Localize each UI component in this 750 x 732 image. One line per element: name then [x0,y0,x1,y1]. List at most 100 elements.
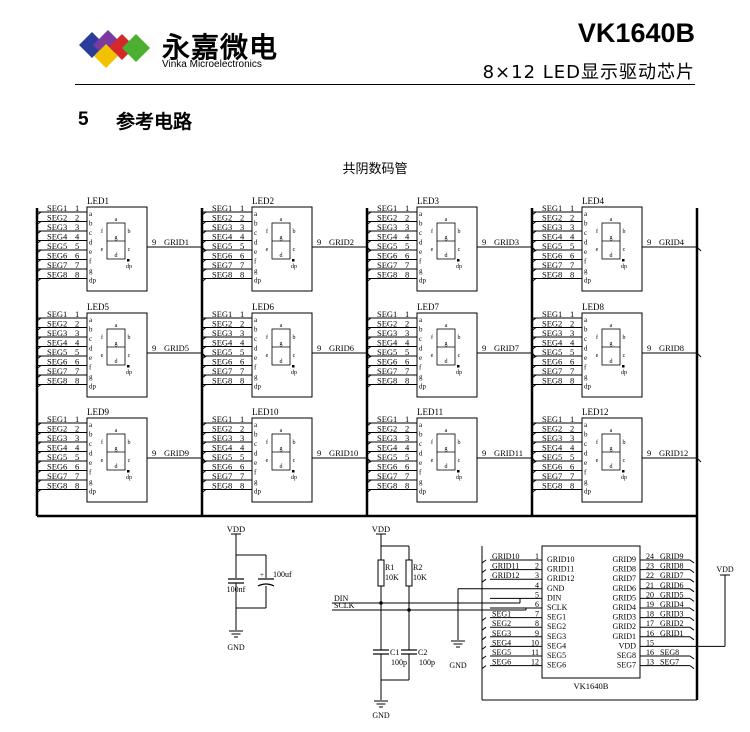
segment-letter: b [89,220,93,228]
led-module-name: LED1 [87,196,109,206]
bus-entry [36,221,42,225]
segment-pin-number: 8 [240,481,244,491]
digit-seg-label: b [293,335,296,341]
ic-left-pin-number: 9 [535,629,539,638]
segment-letter: d [419,239,423,247]
segment-letter: d [584,450,588,458]
segment-label: SEG1 [212,203,232,213]
segment-letter: f [89,258,92,266]
bus-entry [531,441,537,446]
segment-label: SEG1 [47,203,67,213]
bus-entry [36,384,42,388]
segment-letter: d [584,239,588,247]
digit-seg-label: dp [621,264,627,270]
grid-label: GRID4 [659,237,685,247]
digit-seg-label: a [280,428,283,434]
digit-seg-label: e [431,353,434,359]
segment-pin-number: 8 [75,376,79,386]
ic-left-pin-number: 10 [531,638,539,647]
segment-letter: b [419,220,423,228]
bus-entry [531,327,537,331]
segment-label: SEG7 [212,260,232,270]
segment-pin-number: 6 [405,357,409,367]
digit-dp-dot [457,365,460,368]
grid-pin-number: 9 [317,343,321,353]
c2-value: 100p [419,658,435,667]
bus-entry [36,240,42,244]
segment-label: SEG2 [212,319,232,329]
bus-entry [531,422,537,427]
led-module-box [86,417,148,503]
segment-letter: e [254,459,257,467]
bus-entry [366,336,372,341]
segment-label: SEG5 [377,241,397,251]
segment-pin-number: 4 [240,443,245,453]
grid-label: GRID1 [164,237,189,247]
segment-label: SEG1 [542,203,562,213]
segment-label: SEG1 [542,309,562,319]
digit-seg-label: d [445,464,448,470]
bus-entry [531,346,537,350]
ic-right-bus-entry [689,626,695,631]
segment-pin-number: 3 [240,328,244,338]
segment-label: SEG1 [47,414,67,424]
led-module-box [581,206,643,292]
digit-seg-label: f [431,228,433,235]
section-title: 参考电路 [116,111,193,133]
segment-pin-number: 4 [240,232,245,242]
ic-right-bus-entry [689,569,695,573]
bus-entry [36,268,42,273]
bus-entry [366,259,372,263]
company-name-cn: 永嘉微电 [162,31,279,64]
digit-seg-label: e [596,458,599,464]
bus-entry [201,240,207,244]
segment-pin-number: 6 [240,251,244,261]
digit-dp-dot [622,365,625,368]
ic-left-bus-entry [481,569,487,573]
grid-pin-number: 9 [647,343,651,353]
digit-seg-label: b [623,440,626,446]
bus-entry [201,230,207,235]
digit-seg-label: b [128,229,131,235]
segment-pin-number: 3 [405,222,409,232]
segment-letter: g [254,478,258,486]
ic-left-net-label: GRID11 [492,562,519,571]
segment-label: SEG8 [212,481,232,491]
digit-seg-label: e [101,353,104,359]
bus-entry [201,268,207,273]
segment-pin-number: 2 [570,319,574,329]
segment-letter: g [419,478,423,486]
segment-pin-number: 7 [75,471,79,481]
c2-label: C2 [418,648,427,657]
ic-left-pin-name: SEG3 [547,632,566,641]
segment-pin-number: 1 [405,203,409,213]
segment-letter: d [419,345,423,353]
bus-entry [36,259,42,263]
segment-label: SEG7 [377,366,397,376]
segment-pin-number: 6 [570,357,574,367]
bus-entry [531,470,537,474]
vdd-label: VDD [227,524,245,534]
digit-seg-label: g [115,235,118,241]
bus-entry [366,432,372,436]
digit-seg-label: g [445,235,448,241]
segment-label: SEG5 [377,347,397,357]
ic-right-net-label: GRID8 [660,562,684,571]
segment-letter: dp [419,488,427,496]
segment-label: SEG2 [377,213,397,223]
bus-entry [531,268,537,273]
digit-seg-label: f [431,334,433,341]
ic-body [541,545,641,679]
segment-pin-number: 5 [240,347,244,357]
digit-seg-label: dp [621,475,627,481]
digit-seg-label: a [610,323,613,329]
digit-seg-label: dp [291,264,297,270]
segment-pin-number: 3 [75,433,79,443]
digit-seg-label: dp [126,264,132,270]
ic-right-net-label: GRID7 [660,571,684,580]
bus-entry [366,221,372,225]
